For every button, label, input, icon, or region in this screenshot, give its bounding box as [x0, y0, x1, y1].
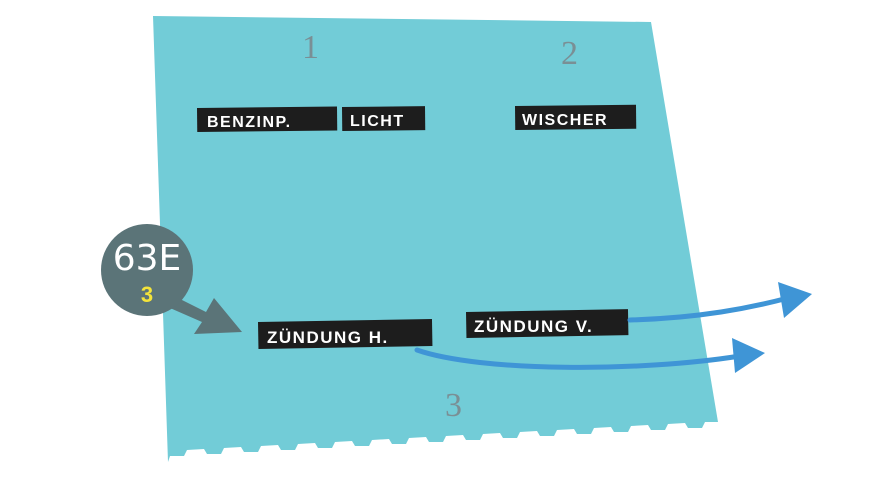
section-number-1: 1 — [302, 29, 319, 66]
label-licht-text: LICHT — [350, 113, 405, 130]
badge-number: 3 — [141, 282, 153, 307]
curved-arrow-right-icon — [414, 338, 765, 373]
label-licht: LICHT — [342, 106, 426, 131]
section-number-2: 2 — [561, 35, 578, 72]
label-wischer-text: WISCHER — [522, 112, 608, 129]
label-wischer: WISCHER — [515, 104, 637, 130]
label-zuendung-h: ZÜNDUNG H. — [257, 318, 433, 349]
badge-code: 63E — [113, 238, 182, 279]
fuse-badge: 63E 3 — [101, 224, 242, 334]
curved-arrow-right-icon — [627, 282, 812, 323]
section-number-3: 3 — [445, 387, 462, 424]
fuse-panel — [153, 16, 718, 462]
label-benzinp-text: BENZINP. — [207, 114, 292, 131]
label-benzinp: BENZINP. — [197, 106, 338, 132]
arrow-pointer-icon — [170, 298, 242, 334]
label-zuendung-h-text: ZÜNDUNG H. — [267, 328, 389, 347]
badge-circle — [101, 224, 193, 316]
label-zuendung-v: ZÜNDUNG V. — [465, 309, 629, 338]
label-zuendung-v-text: ZÜNDUNG V. — [474, 317, 593, 336]
